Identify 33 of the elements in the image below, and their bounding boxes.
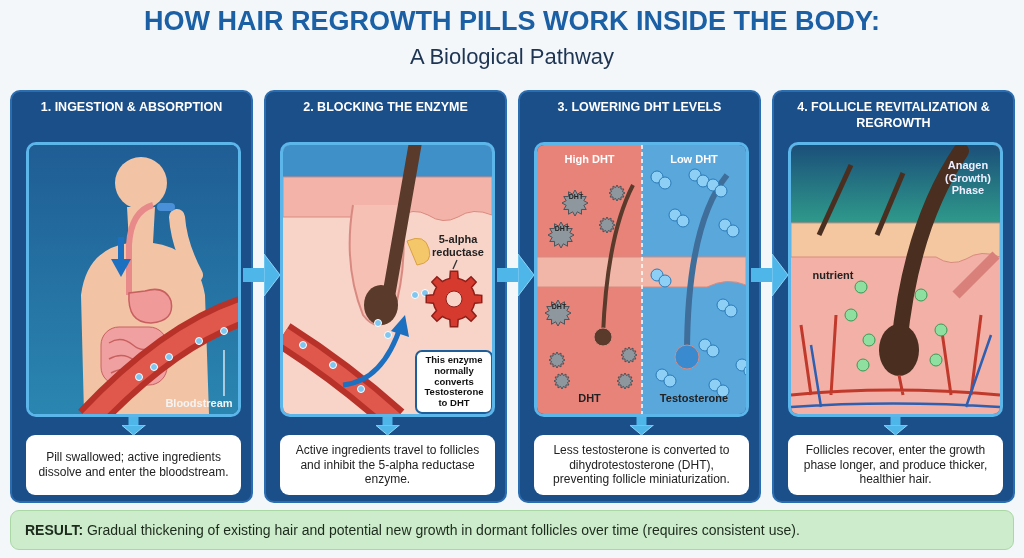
step-panel xyxy=(264,90,507,503)
step-heading: 4. FOLLICLE REVITALIZATION & REGROWTH xyxy=(796,100,991,132)
subtitle: A Biological Pathway xyxy=(408,44,616,70)
region-label: Testosterone xyxy=(658,392,730,405)
step-heading: 3. LOWERING DHT LEVELS xyxy=(556,100,723,116)
down-arrow xyxy=(883,417,908,436)
phase-label: Anagen (Growth) Phase xyxy=(944,159,992,197)
description-card: Active ingredients travel to follicles and inhibit the 5-alpha reductase enzyme. xyxy=(280,435,495,495)
description-card: Pill swallowed; active ingredients dissolve and enter the bloodstream. xyxy=(26,435,241,495)
region-label: Low DHT xyxy=(669,153,719,166)
description-card: Less testosterone is converted to dihydrotestosterone (DHT), preventing follicle miniaturization. xyxy=(534,435,749,495)
title: HOW HAIR REGROWTH PILLS WORK INSIDE THE BODY: xyxy=(143,6,881,37)
step-panel xyxy=(772,90,1015,503)
down-arrow xyxy=(121,417,146,436)
chevron-arrow xyxy=(751,253,789,297)
chevron-arrow xyxy=(497,253,535,297)
step-heading: 1. INGESTION & ABSORPTION xyxy=(39,100,224,116)
region-label: High DHT xyxy=(563,153,616,166)
callout-label: nutrient xyxy=(811,269,855,282)
result-banner: RESULT: Gradual thickening of existing hair and potential new growth in dormant follicles over time (requires consistent use). xyxy=(10,510,1014,550)
step-panel xyxy=(518,90,761,503)
speech-bubble: This enzyme normally converts Testosterone to DHT xyxy=(415,350,492,414)
step-heading: 2. BLOCKING THE ENZYME xyxy=(302,100,469,116)
gear-icon xyxy=(425,270,483,328)
leader-line xyxy=(452,259,458,270)
down-arrow xyxy=(375,417,400,436)
region-label: DHT xyxy=(577,392,602,405)
step-panel xyxy=(10,90,253,503)
down-arrow xyxy=(629,417,654,436)
callout-label: 5-alpha reductase xyxy=(423,233,492,261)
chevron-arrow xyxy=(243,253,281,297)
leader-line xyxy=(223,349,225,397)
description-card: Follicles recover, enter the growth phase longer, and produce thicker, healthier hair. xyxy=(788,435,1003,495)
